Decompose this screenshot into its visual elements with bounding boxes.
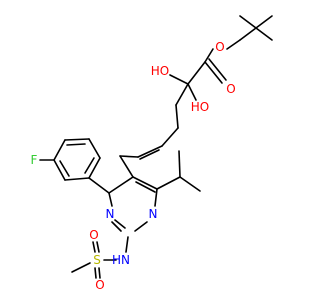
bond (64, 138, 90, 141)
bond (135, 181, 156, 193)
bond (108, 192, 113, 207)
bond (53, 159, 66, 181)
bond (88, 157, 101, 179)
bond (169, 74, 189, 85)
oxygen-ester-label: O (215, 40, 224, 54)
bond (125, 236, 129, 253)
bond (178, 150, 181, 178)
fluorine-label: F (31, 153, 38, 167)
bond (175, 83, 189, 106)
bond (71, 262, 91, 273)
bond (161, 127, 179, 147)
bond (114, 219, 126, 229)
bond (239, 27, 257, 41)
bond (96, 241, 100, 253)
hydroxyl-label: HO (151, 64, 169, 78)
bond (239, 15, 257, 29)
bond (154, 188, 158, 207)
bond (204, 48, 214, 63)
bond (187, 61, 206, 85)
amine-label: HN (112, 253, 130, 267)
bond (88, 177, 110, 194)
bond (88, 138, 101, 159)
ring-nitrogen-label: N (106, 207, 115, 221)
ring-nitrogen-label: N (149, 207, 158, 221)
sulfonyl-oxygen-label: O (95, 278, 104, 292)
structure-diagram: O O HO HO F N N HN S O O (31, 15, 273, 292)
bond (226, 39, 241, 50)
molecule-canvas: O O HO HO F N N HN S O O (30, 15, 273, 292)
bonds (39, 15, 273, 279)
bond (156, 176, 181, 190)
bond (94, 267, 97, 279)
bond (59, 160, 70, 177)
bond (119, 155, 134, 178)
hydroxyl-label: HO (191, 100, 209, 114)
bond (84, 157, 95, 174)
bond (175, 104, 179, 129)
bond (187, 83, 197, 101)
bond (208, 58, 227, 81)
bond (255, 27, 273, 41)
atom-labels: O O HO HO F N N HN S O O (31, 40, 236, 292)
bond (111, 221, 122, 232)
sulfur-label: S (93, 253, 101, 267)
bond (132, 176, 158, 190)
sulfonyl-oxygen-label: O (89, 228, 98, 242)
bond (134, 221, 148, 232)
bond (119, 155, 139, 158)
bond (108, 176, 134, 194)
bond (179, 176, 201, 192)
bond (137, 145, 163, 158)
bond (66, 143, 86, 146)
bond (92, 241, 96, 253)
bond (139, 149, 160, 160)
bond (204, 61, 223, 84)
bond (64, 177, 90, 181)
oxygen-carbonyl-label: O (226, 82, 235, 96)
bond (98, 267, 101, 279)
bond (53, 139, 66, 161)
bond (255, 15, 273, 29)
